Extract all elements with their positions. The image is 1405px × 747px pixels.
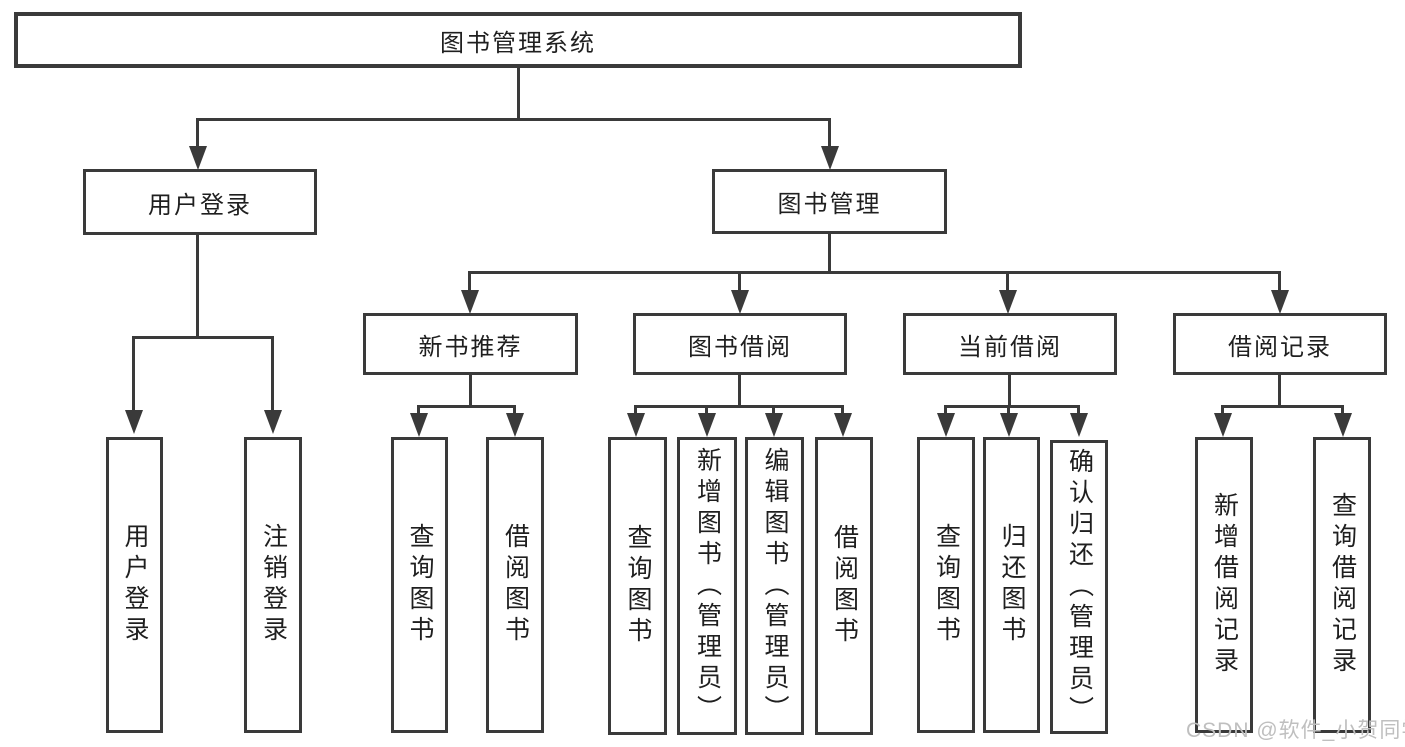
node-new-book-recommend: 新书推荐 xyxy=(363,313,578,375)
arrow-down-icon xyxy=(410,413,428,437)
leaf-add-books-admin: 新增图书（管理员） xyxy=(677,437,737,735)
arrow-down-icon xyxy=(1070,413,1088,437)
connector-sec4-down xyxy=(1278,375,1281,407)
arrow-down-icon xyxy=(698,413,716,437)
node-user-login: 用户登录 xyxy=(83,169,317,235)
connector-level2-branch xyxy=(196,118,831,121)
leaf-add-borrow-record: 新增借阅记录 xyxy=(1195,437,1253,733)
leaf-query-borrow-record: 查询借阅记录 xyxy=(1313,437,1371,733)
connector-sec1-leaf2-stem xyxy=(513,405,516,415)
connector-sec4-branch xyxy=(1221,405,1344,408)
arrow-down-icon xyxy=(461,290,479,314)
connector-sec4-stem xyxy=(1278,271,1281,293)
leaf-query-borrow-record-label: 查询借阅记录 xyxy=(1328,492,1357,678)
arrow-down-icon xyxy=(264,410,282,434)
leaf-query-books-1-label: 查询图书 xyxy=(406,523,434,647)
leaf-edit-books-admin: 编辑图书（管理员） xyxy=(745,437,804,735)
connector-sec2-branch xyxy=(634,405,844,408)
leaf-return-books-label: 归还图书 xyxy=(998,523,1026,647)
node-new-book-recommend-label: 新书推荐 xyxy=(418,333,523,361)
node-book-management-label: 图书管理 xyxy=(777,191,882,218)
connector-sec1-down xyxy=(469,375,472,407)
connector-sec2-leaf1-stem xyxy=(634,405,637,415)
leaf-user-login: 用户登录 xyxy=(106,437,163,733)
arrow-down-icon xyxy=(627,413,645,437)
leaf-add-books-admin-label: 新增图书（管理员） xyxy=(693,446,722,726)
leaf-user-login-label: 用户登录 xyxy=(121,523,149,647)
node-current-borrow: 当前借阅 xyxy=(903,313,1117,375)
connector-sec3-branch xyxy=(944,405,1080,408)
connector-user-branch xyxy=(132,336,274,339)
node-current-borrow-label: 当前借阅 xyxy=(958,333,1062,361)
arrow-down-icon xyxy=(1214,413,1232,437)
connector-sec2-stem xyxy=(738,271,741,293)
leaf-return-books: 归还图书 xyxy=(983,437,1040,733)
leaf-borrow-books-1-label: 借阅图书 xyxy=(501,523,530,647)
connector-sec3-down xyxy=(1008,375,1011,407)
node-user-login-label: 用户登录 xyxy=(148,191,252,219)
node-book-borrow-label: 图书借阅 xyxy=(688,333,792,361)
connector-sec1-branch xyxy=(417,405,516,408)
connector-sec2-leaf3-stem xyxy=(772,405,775,415)
connector-sec4-leaf2-stem xyxy=(1341,405,1344,415)
connector-sec2-leaf2-stem xyxy=(705,405,708,415)
connector-user-leaf1-stem xyxy=(132,336,135,412)
arrow-down-icon xyxy=(821,146,839,170)
leaf-edit-books-admin-label: 编辑图书（管理员） xyxy=(761,446,789,726)
leaf-borrow-books-1: 借阅图书 xyxy=(486,437,544,733)
arrow-down-icon xyxy=(765,413,783,437)
connector-sec4-leaf1-stem xyxy=(1221,405,1224,415)
connector-level3-branch xyxy=(468,271,1281,274)
arrow-down-icon xyxy=(189,146,207,170)
connector-sec3-stem xyxy=(1006,271,1009,293)
connector-user-leaf2-stem xyxy=(271,336,274,412)
leaf-confirm-return-admin-label: 确认归还（管理员） xyxy=(1065,447,1094,727)
arrow-down-icon xyxy=(506,413,524,437)
arrow-down-icon xyxy=(125,410,143,434)
leaf-query-books-3-label: 查询图书 xyxy=(932,523,961,647)
connector-sec1-leaf1-stem xyxy=(417,405,420,415)
node-borrow-records: 借阅记录 xyxy=(1173,313,1387,375)
leaf-query-books-1: 查询图书 xyxy=(391,437,448,733)
csdn-watermark: CSDN @软件_小贺同学 xyxy=(1186,719,1405,742)
arrow-down-icon xyxy=(999,290,1017,314)
arrow-down-icon xyxy=(834,413,852,437)
node-book-borrow: 图书借阅 xyxy=(633,313,847,375)
leaf-query-books-2-label: 查询图书 xyxy=(624,524,652,648)
connector-user-down xyxy=(196,235,199,338)
node-borrow-records-label: 借阅记录 xyxy=(1228,333,1332,361)
connector-sec3-leaf1-stem xyxy=(944,405,947,415)
connector-sec3-leaf2-stem xyxy=(1007,405,1010,415)
leaf-borrow-books-2-label: 借阅图书 xyxy=(830,524,859,648)
connector-user-stem xyxy=(196,118,199,148)
arrow-down-icon xyxy=(1334,413,1352,437)
node-book-management: 图书管理 xyxy=(712,169,947,234)
connector-root-stem xyxy=(517,68,520,120)
arrow-down-icon xyxy=(937,413,955,437)
arrow-down-icon xyxy=(1271,290,1289,314)
leaf-query-books-2: 查询图书 xyxy=(608,437,667,735)
leaf-logout-label: 注销登录 xyxy=(259,523,288,647)
connector-sec1-stem xyxy=(468,271,471,293)
leaf-add-borrow-record-label: 新增借阅记录 xyxy=(1210,492,1239,678)
arrow-down-icon xyxy=(731,290,749,314)
leaf-borrow-books-2: 借阅图书 xyxy=(815,437,873,735)
connector-book-stem xyxy=(828,118,831,148)
leaf-query-books-3: 查询图书 xyxy=(917,437,975,733)
connector-book-down xyxy=(828,234,831,274)
connector-sec2-leaf4-stem xyxy=(841,405,844,415)
arrow-down-icon xyxy=(1000,413,1018,437)
node-root: 图书管理系统 xyxy=(14,12,1022,68)
leaf-confirm-return-admin: 确认归还（管理员） xyxy=(1050,440,1108,734)
connector-sec2-down xyxy=(738,375,741,407)
connector-sec3-leaf3-stem xyxy=(1077,405,1080,415)
leaf-logout: 注销登录 xyxy=(244,437,302,733)
node-root-label: 图书管理系统 xyxy=(440,29,596,57)
